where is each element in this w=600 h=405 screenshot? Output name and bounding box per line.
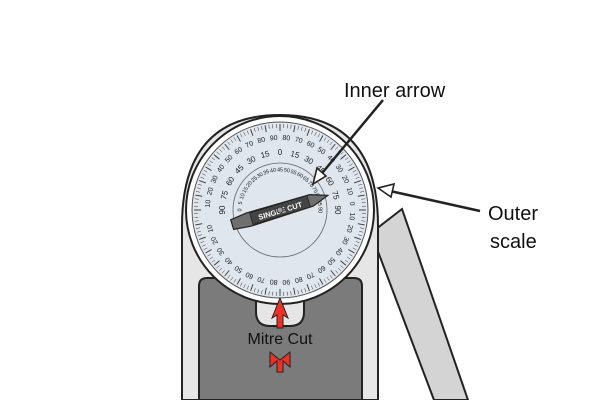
inner-scale-number: 90	[317, 207, 323, 213]
inner-scale-number: 45	[277, 167, 283, 173]
outer-scale-label-line1: Outer	[488, 203, 538, 225]
inner-arrow-label: Inner arrow	[344, 80, 446, 102]
middle-scale-number: 90	[218, 205, 227, 214]
middle-scale-number: 90	[333, 206, 342, 215]
outer-scale-number: 10	[348, 212, 356, 220]
inner-scale-number: 0	[237, 208, 243, 211]
outer-scale-number: 90	[282, 278, 290, 286]
outer-scale-label-line2: scale	[490, 231, 537, 253]
outer-scale-number: 80	[269, 278, 277, 286]
outer-scale-leader-head	[378, 184, 394, 197]
outer-scale-number: 0	[348, 201, 355, 206]
inner-scale-number: 40	[270, 168, 277, 175]
mitre-cut-label: Mitre Cut	[248, 331, 313, 348]
outer-scale-number: 10	[205, 199, 213, 207]
outer-scale-number: 80	[282, 135, 290, 143]
outer-scale-number: 90	[270, 135, 278, 143]
middle-scale-number: 0	[278, 148, 283, 157]
outer-scale-leader	[390, 191, 480, 211]
protractor-blade-arm	[371, 209, 468, 400]
